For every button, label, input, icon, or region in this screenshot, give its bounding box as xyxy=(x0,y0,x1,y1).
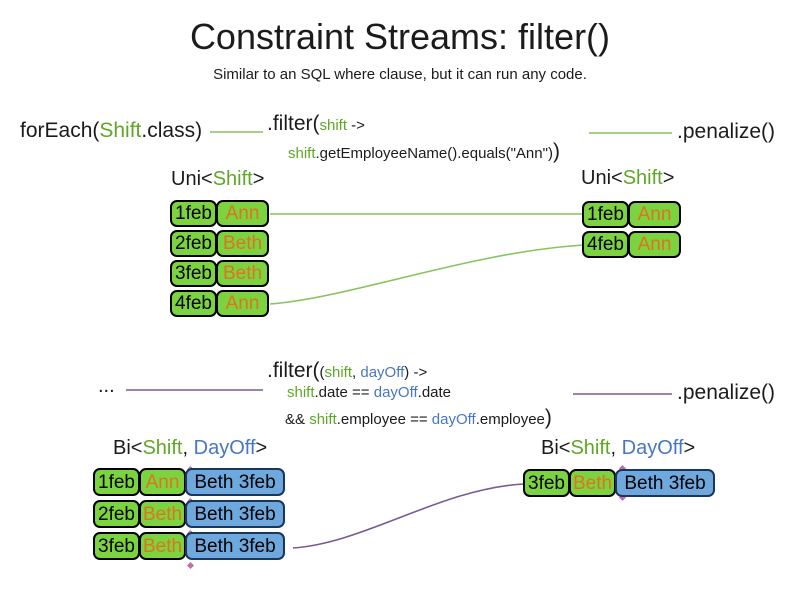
foreach-expression: forEach(Shift.class) xyxy=(20,119,202,143)
shift-date-cell: 1feb xyxy=(170,200,217,227)
uni-shift-label-left: Uni<Shift> xyxy=(171,168,264,191)
code-token: Bi< xyxy=(541,437,571,459)
slide-subtitle: Similar to an SQL where clause, but it c… xyxy=(213,66,587,83)
filter-expression-body-uni: shift.getEmployeeName().equals("Ann")) xyxy=(288,140,560,164)
code-token: DayOff xyxy=(621,437,684,459)
code-token: dayOff xyxy=(431,411,476,428)
shift-row: 1feb Ann xyxy=(582,201,681,228)
shift-employee-cell: Ann xyxy=(216,290,269,317)
code-token: forEach( xyxy=(20,119,100,142)
filter-expression-line3-bi: && shift.employee == dayOff.employee) xyxy=(285,406,552,430)
shift-row: 4feb Ann xyxy=(170,290,269,317)
code-token: .filter( xyxy=(267,112,320,135)
code-token: ) -> xyxy=(404,364,428,381)
bi-table-left: 1feb Ann Beth 3feb 2feb Beth Beth 3feb 3… xyxy=(93,468,285,560)
junction-diamond xyxy=(186,561,195,570)
code-token: , xyxy=(182,437,194,459)
penalize-expression-top: .penalize() xyxy=(677,120,776,143)
slide-title: Constraint Streams: filter() xyxy=(189,16,611,57)
shift-date-cell: 1feb xyxy=(93,468,140,496)
shift-row: 2feb Beth xyxy=(170,230,269,257)
uni-shift-label-right: Uni<Shift> xyxy=(581,167,674,190)
shift-date-cell: 1feb xyxy=(582,201,629,228)
code-token: shift xyxy=(287,384,315,401)
penalize-expression-bottom: .penalize() xyxy=(677,381,776,404)
shift-date-cell: 3feb xyxy=(170,260,217,287)
code-token: Shift xyxy=(212,168,253,190)
bi-table-right: 3feb Beth Beth 3feb xyxy=(523,469,715,497)
shift-date-cell: 4feb xyxy=(582,231,629,258)
code-token: .date == xyxy=(314,384,374,401)
code-token: .class) xyxy=(141,119,203,142)
shift-row: 1feb Ann xyxy=(170,200,269,227)
code-token: > xyxy=(662,167,675,189)
shift-date-cell: 2feb xyxy=(170,230,217,257)
code-token: -> xyxy=(347,117,365,134)
code-token: Shift xyxy=(99,119,142,142)
shift-employee-cell: Ann xyxy=(216,200,269,227)
code-token: > xyxy=(683,437,696,459)
shift-date-cell: 3feb xyxy=(93,532,140,560)
ellipsis-stream-source: ... xyxy=(98,375,115,397)
code-token: DayOff xyxy=(193,437,256,459)
connector-row-4feb-ann xyxy=(269,244,585,305)
code-token: > xyxy=(255,437,268,459)
shift-row: 3feb Beth xyxy=(170,260,269,287)
filter-expression-head-uni: .filter(shift -> xyxy=(267,112,365,136)
shift-employee-cell: Beth xyxy=(216,260,269,287)
code-token: shift xyxy=(324,364,353,381)
code-token: shift xyxy=(288,145,316,162)
connector-bi-row-3feb xyxy=(292,483,524,549)
code-token: && xyxy=(285,411,310,428)
shift-row: 4feb Ann xyxy=(582,231,681,258)
code-token: Uni< xyxy=(581,167,623,189)
code-token: .filter( xyxy=(267,359,320,382)
shift-employee-cell: Beth xyxy=(139,532,186,560)
shift-employee-cell: Ann xyxy=(628,231,681,258)
dayoff-cell: Beth 3feb xyxy=(185,500,285,528)
code-token: ) xyxy=(552,140,560,163)
bi-shift-dayoff-label-left: Bi<Shift, DayOff> xyxy=(113,437,267,460)
code-token: > xyxy=(252,168,265,190)
dayoff-cell: Beth 3feb xyxy=(185,532,285,560)
shift-employee-cell: Ann xyxy=(628,201,681,228)
code-token: Shift xyxy=(570,437,611,459)
filter-expression-head-bi: .filter((shift, dayOff) -> xyxy=(267,359,427,383)
uni-table-right: 1feb Ann 4feb Ann xyxy=(582,201,681,258)
code-token: dayOff xyxy=(373,384,418,401)
code-token: , xyxy=(352,364,361,381)
shift-date-cell: 2feb xyxy=(93,500,140,528)
shift-employee-cell: Beth xyxy=(216,230,269,257)
code-token: .employee xyxy=(475,411,545,428)
code-token: Shift xyxy=(142,437,183,459)
code-token: , xyxy=(610,437,622,459)
filter-expression-line2-bi: shift.date == dayOff.date xyxy=(287,384,451,401)
code-token: .date xyxy=(417,384,452,401)
bi-row: 1feb Ann Beth 3feb xyxy=(93,468,285,496)
shift-employee-cell: Ann xyxy=(139,468,186,496)
code-token: Uni< xyxy=(171,168,213,190)
code-token: .employee == xyxy=(336,411,432,428)
code-token: ( xyxy=(319,364,325,381)
uni-table-left: 1feb Ann 2feb Beth 3feb Beth 4feb Ann xyxy=(170,200,269,317)
code-token: shift xyxy=(309,411,337,428)
shift-employee-cell: Beth xyxy=(569,469,616,497)
shift-date-cell: 3feb xyxy=(523,469,570,497)
code-token: ) xyxy=(544,406,552,429)
dayoff-cell: Beth 3feb xyxy=(615,469,715,497)
shift-employee-cell: Beth xyxy=(139,500,186,528)
bi-row: 3feb Beth Beth 3feb xyxy=(523,469,715,497)
code-token: Shift xyxy=(622,167,663,189)
code-token: .getEmployeeName().equals("Ann") xyxy=(315,145,553,162)
code-token: shift xyxy=(319,117,348,134)
code-token: Bi< xyxy=(113,437,143,459)
bi-row: 2feb Beth Beth 3feb xyxy=(93,500,285,528)
shift-date-cell: 4feb xyxy=(170,290,217,317)
bi-row: 3feb Beth Beth 3feb xyxy=(93,532,285,560)
bi-shift-dayoff-label-right: Bi<Shift, DayOff> xyxy=(541,437,695,460)
dayoff-cell: Beth 3feb xyxy=(185,468,285,496)
code-token: dayOff xyxy=(360,364,405,381)
